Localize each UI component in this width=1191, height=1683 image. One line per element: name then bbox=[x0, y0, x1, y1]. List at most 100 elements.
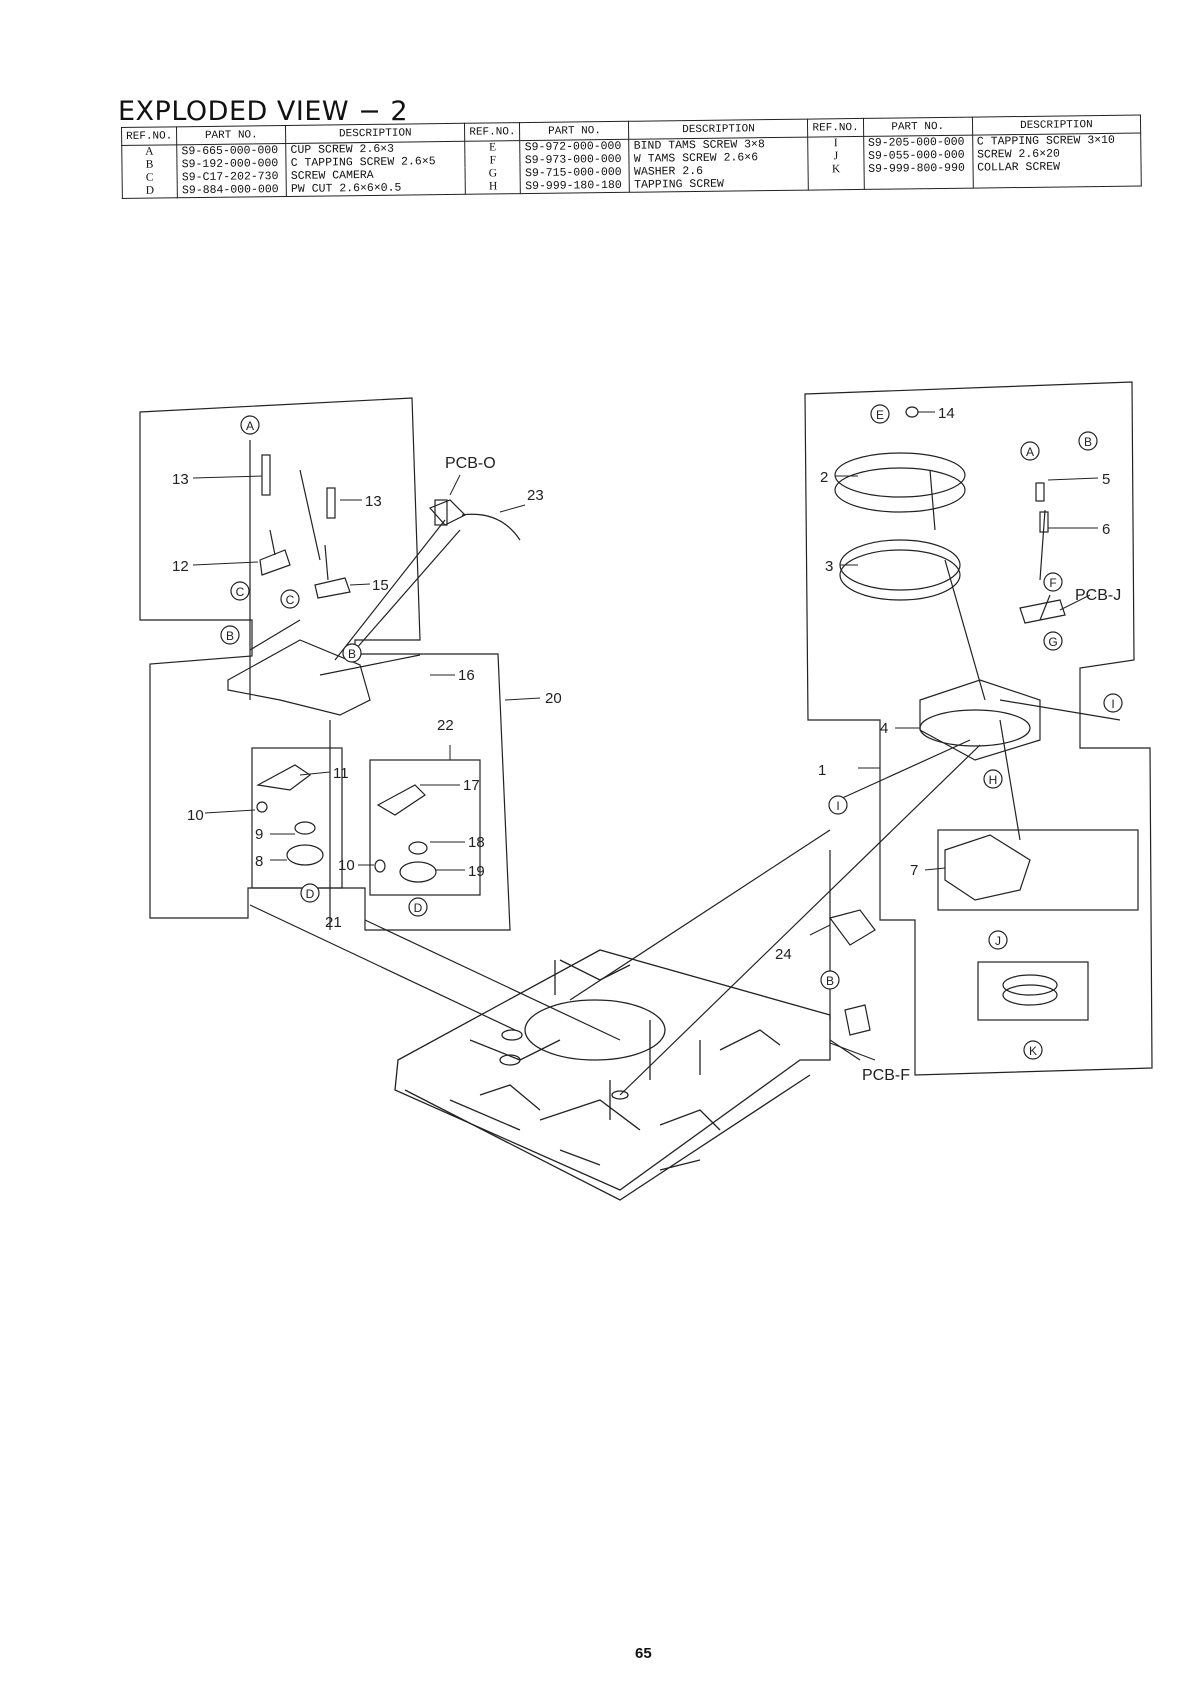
callout-circle bbox=[220, 625, 240, 645]
label-17: 17 bbox=[463, 777, 480, 794]
callout-circle bbox=[240, 415, 260, 435]
leader-line bbox=[619, 744, 981, 1096]
screw-6 bbox=[1039, 511, 1049, 533]
pcb-o-board bbox=[428, 499, 521, 541]
callout-circle bbox=[230, 581, 250, 601]
washer-14 bbox=[905, 406, 919, 418]
label-13: 13 bbox=[172, 471, 189, 488]
label-1: 1 bbox=[818, 762, 826, 779]
arm-11 bbox=[256, 764, 312, 791]
pulley-2 bbox=[834, 452, 966, 498]
pulley-2-lower bbox=[834, 467, 966, 513]
label-22: 22 bbox=[437, 717, 454, 734]
callout-circle bbox=[1043, 631, 1063, 651]
callout-circle bbox=[828, 795, 848, 815]
callout-b: B bbox=[348, 647, 356, 661]
label-4: 4 bbox=[880, 720, 888, 737]
screw-5 bbox=[1035, 482, 1045, 502]
label-13: 13 bbox=[365, 493, 382, 510]
leader-line bbox=[1039, 509, 1046, 581]
pcb-j-board bbox=[1019, 599, 1066, 624]
label-5: 5 bbox=[1102, 471, 1110, 488]
pcb-o-sensor bbox=[434, 499, 448, 526]
page-title: EXPLODED VIEW − 2 bbox=[118, 96, 409, 127]
callout-b: B bbox=[826, 974, 834, 988]
gear-8 bbox=[286, 844, 324, 866]
page-number: 65 bbox=[635, 1645, 652, 1662]
screw-13a bbox=[261, 454, 271, 496]
gear-3-lower bbox=[839, 549, 961, 601]
label-3: 3 bbox=[825, 558, 833, 575]
cam-subbox bbox=[937, 829, 1139, 911]
spring-18 bbox=[408, 841, 428, 855]
callout-circle bbox=[1023, 1040, 1043, 1060]
cam-4 bbox=[919, 709, 1031, 747]
callout-circle bbox=[1020, 441, 1040, 461]
callout-circle bbox=[870, 404, 890, 424]
label-pcb-o: PCB-O bbox=[445, 455, 496, 472]
callout-a: A bbox=[1026, 445, 1034, 459]
label-19: 19 bbox=[468, 863, 485, 880]
washer-10b bbox=[374, 859, 386, 873]
arm-17 bbox=[376, 784, 426, 816]
bracket-15 bbox=[314, 544, 351, 599]
callout-i: I bbox=[1111, 697, 1114, 711]
pcb-f-board bbox=[829, 1004, 871, 1061]
callout-f: F bbox=[1049, 576, 1056, 590]
label-9: 9 bbox=[255, 826, 263, 843]
callout-circle bbox=[1078, 431, 1098, 451]
callout-i: I bbox=[836, 799, 839, 813]
callout-b: B bbox=[1084, 435, 1092, 449]
callout-circle bbox=[1103, 693, 1123, 713]
spring-9 bbox=[294, 821, 316, 835]
ring-collar-lower bbox=[1002, 984, 1058, 1006]
label-21: 21 bbox=[325, 914, 342, 931]
callout-circle bbox=[988, 930, 1008, 950]
gear-subbox-left bbox=[251, 747, 343, 889]
callout-c: C bbox=[236, 585, 245, 599]
gear-19 bbox=[399, 861, 437, 883]
label-14: 14 bbox=[938, 405, 955, 422]
screw-13b bbox=[326, 487, 336, 519]
leader-line bbox=[569, 829, 831, 1001]
label-20: 20 bbox=[545, 690, 562, 707]
callout-circle bbox=[1043, 572, 1063, 592]
callout-circle bbox=[820, 970, 840, 990]
main-chassis bbox=[394, 949, 831, 1201]
leader-line bbox=[1039, 594, 1051, 621]
callout-circle bbox=[983, 769, 1003, 789]
callout-circle bbox=[300, 883, 320, 903]
callout-d: D bbox=[306, 887, 315, 901]
leader-line bbox=[364, 919, 621, 1041]
leader-line bbox=[999, 699, 1121, 721]
leader-line bbox=[249, 904, 516, 1031]
label-2: 2 bbox=[820, 469, 828, 486]
leader-line bbox=[929, 469, 936, 531]
gear-subbox-right bbox=[369, 759, 481, 896]
label-10: 10 bbox=[187, 807, 204, 824]
label-15: 15 bbox=[372, 577, 389, 594]
label-7: 7 bbox=[910, 862, 918, 879]
cam-gear-7 bbox=[944, 834, 1031, 901]
bracket-24 bbox=[828, 909, 876, 946]
callout-h: H bbox=[989, 773, 998, 787]
callout-k: K bbox=[1029, 1044, 1037, 1058]
label-24: 24 bbox=[775, 946, 792, 963]
label-pcb-f: PCB-F bbox=[862, 1067, 910, 1084]
callout-circle bbox=[342, 643, 362, 663]
leader-line bbox=[334, 519, 446, 661]
label-8: 8 bbox=[255, 853, 263, 870]
label-11: 11 bbox=[333, 765, 349, 782]
label-16: 16 bbox=[458, 667, 475, 684]
right-assembly-frame bbox=[804, 381, 1153, 1076]
callout-j: J bbox=[995, 934, 1001, 948]
callout-circle bbox=[280, 589, 300, 609]
callout-b: B bbox=[226, 629, 234, 643]
callout-e: E bbox=[876, 408, 884, 422]
label-23: 23 bbox=[527, 487, 544, 504]
leader-line bbox=[999, 719, 1021, 841]
label-10: 10 bbox=[338, 857, 355, 874]
label-12: 12 bbox=[172, 558, 189, 575]
leader-line bbox=[299, 469, 321, 561]
